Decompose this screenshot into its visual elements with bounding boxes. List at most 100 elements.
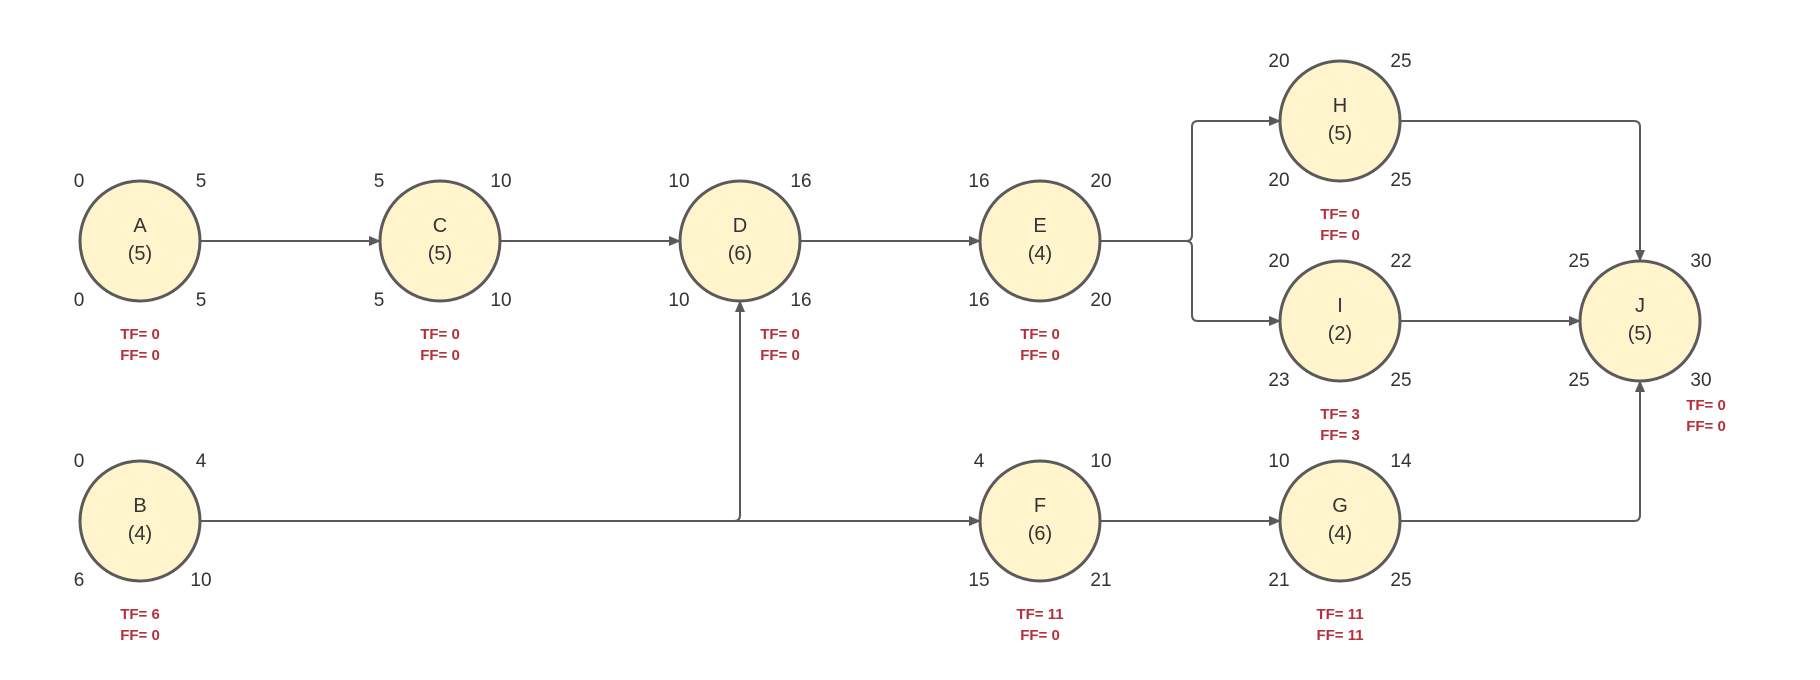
latest-finish: 30 [1690,370,1711,391]
earliest-start: 25 [1568,251,1589,272]
earliest-start: 0 [74,451,85,472]
node-duration: (5) [128,243,152,265]
latest-start: 0 [74,290,85,311]
earliest-start: 4 [974,451,985,472]
edge-b-d [200,300,745,522]
node-label: I [1337,295,1343,317]
node-duration: (5) [1328,123,1352,145]
total-float: TF= 0 [420,326,460,343]
node-duration: (4) [1028,243,1052,265]
total-float: TF= 0 [1686,397,1726,414]
latest-start: 21 [1268,570,1289,591]
earliest-finish: 22 [1390,251,1411,272]
node-circle [1578,259,1702,383]
latest-start: 5 [374,290,385,311]
earliest-finish: 25 [1390,51,1411,72]
node-circle [978,459,1102,583]
node-duration: (2) [1328,323,1352,345]
node-circle [78,459,202,583]
earliest-finish: 16 [790,171,811,192]
earliest-finish: 30 [1690,251,1711,272]
earliest-start: 16 [968,171,989,192]
latest-finish: 25 [1390,570,1411,591]
latest-finish: 25 [1390,370,1411,391]
total-float: TF= 6 [120,606,160,623]
node-label: G [1332,495,1348,517]
latest-finish: 20 [1090,290,1111,311]
edge-g-j [1400,380,1645,522]
edge-e-i [1100,240,1281,326]
free-float: FF= 0 [1020,347,1060,364]
free-float: FF= 0 [1686,418,1726,435]
node-circle [1278,459,1402,583]
node-circle [678,179,802,303]
node-duration: (6) [1028,523,1052,545]
free-float: FF= 0 [120,347,160,364]
node-duration: (4) [1328,523,1352,545]
earliest-finish: 10 [1090,451,1111,472]
latest-start: 23 [1268,370,1289,391]
edge-h-j [1400,120,1645,262]
earliest-finish: 20 [1090,171,1111,192]
earliest-start: 10 [1268,451,1289,472]
free-float: FF= 0 [1020,627,1060,644]
node-a[interactable]: A (5) 0 5 0 5TF= 0 FF= 0 [74,171,207,364]
latest-start: 6 [74,570,85,591]
total-float: TF= 0 [1320,206,1360,223]
node-duration: (5) [428,243,452,265]
node-label: D [733,215,747,237]
earliest-finish: 14 [1390,451,1412,472]
latest-finish: 5 [196,290,207,311]
total-float: TF= 3 [1320,406,1360,423]
node-circle [1278,259,1402,383]
latest-start: 25 [1568,370,1589,391]
latest-start: 15 [968,570,989,591]
node-circle [978,179,1102,303]
total-float: TF= 11 [1316,606,1363,623]
node-label: E [1033,215,1046,237]
latest-finish: 10 [490,290,511,311]
edge-e-h [1100,116,1281,242]
free-float: FF= 0 [420,347,460,364]
free-float: FF= 11 [1316,627,1363,644]
earliest-finish: 5 [196,171,207,192]
free-float: FF= 0 [1320,227,1360,244]
latest-finish: 10 [190,570,211,591]
node-circle [1278,59,1402,183]
earliest-start: 5 [374,171,385,192]
free-float: FF= 0 [120,627,160,644]
earliest-start: 0 [74,171,85,192]
latest-finish: 21 [1090,570,1111,591]
node-duration: (4) [128,523,152,545]
node-circle [78,179,202,303]
free-float: FF= 3 [1320,427,1360,444]
node-label: C [433,215,447,237]
earliest-start: 10 [668,171,689,192]
latest-finish: 25 [1390,170,1411,191]
total-float: TF= 0 [1020,326,1060,343]
earliest-start: 20 [1268,251,1289,272]
node-circle [378,179,502,303]
latest-start: 20 [1268,170,1289,191]
latest-start: 10 [668,290,689,311]
free-float: FF= 0 [760,347,800,364]
earliest-finish: 10 [490,171,511,192]
latest-start: 16 [968,290,989,311]
node-label: A [133,215,147,237]
node-label: F [1034,495,1046,517]
node-label: B [133,495,146,517]
latest-finish: 16 [790,290,811,311]
total-float: TF= 11 [1016,606,1063,623]
total-float: TF= 0 [120,326,160,343]
